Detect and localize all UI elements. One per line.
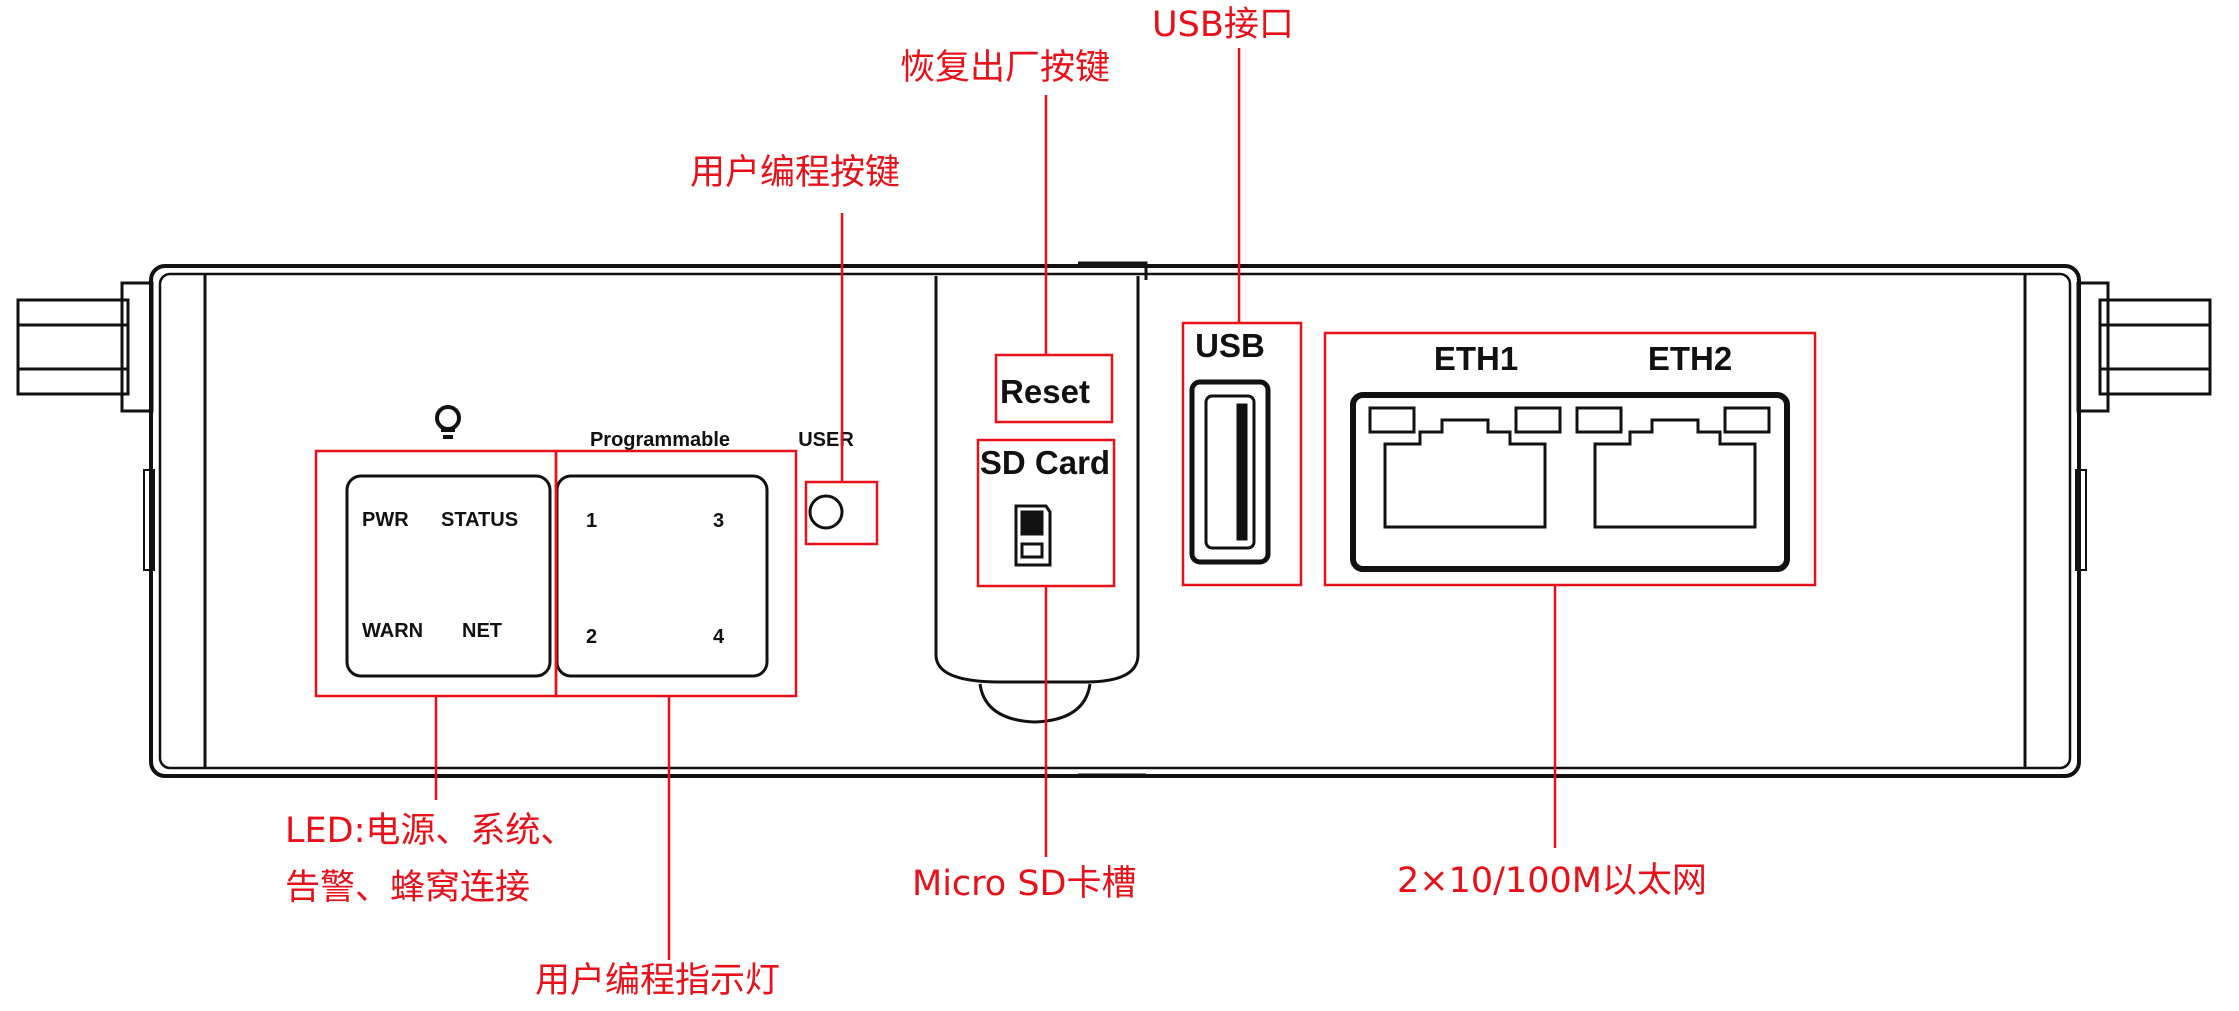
user-button[interactable] xyxy=(808,494,844,530)
callout-micro-sd: Micro SD卡槽 xyxy=(912,864,1137,904)
callout-user-indicator: 用户编程指示灯 xyxy=(535,961,781,1001)
bulb-icon xyxy=(435,405,461,439)
reset-label: Reset xyxy=(1000,373,1090,410)
callout-usb-port: USB接口 xyxy=(1152,5,1294,45)
ethernet-housing xyxy=(1350,392,1790,572)
microsd-card-icon xyxy=(1014,504,1052,567)
user-label: USER xyxy=(798,429,854,451)
highlight-usb xyxy=(1181,321,1303,587)
ethernet-port-2[interactable] xyxy=(1575,406,1771,529)
right-bracket xyxy=(2076,281,2212,413)
ethernet-port-1[interactable] xyxy=(1368,406,1562,529)
eth2-label: ETH2 xyxy=(1648,340,1732,377)
highlight-led xyxy=(314,449,558,698)
highlight-reset xyxy=(994,353,1114,424)
highlight-prog xyxy=(554,449,798,698)
led-label-pwr: PWR xyxy=(362,509,409,531)
prog-led-3: 3 xyxy=(713,510,724,532)
eth1-label: ETH1 xyxy=(1434,340,1518,377)
prog-led-4: 4 xyxy=(713,626,725,648)
left-bracket xyxy=(16,281,154,413)
sd-card-label: SD Card xyxy=(980,444,1110,481)
led-label-warn: WARN xyxy=(362,620,423,642)
prog-led-2: 2 xyxy=(586,626,597,648)
programmable-label: Programmable xyxy=(590,429,730,451)
usb-label: USB xyxy=(1195,327,1265,364)
leader-lines xyxy=(434,48,1557,960)
highlight-eth xyxy=(1323,331,1817,587)
usb-port[interactable] xyxy=(1189,379,1271,565)
led-label-net: NET xyxy=(462,620,502,642)
callout-user-button: 用户编程按键 xyxy=(690,153,901,193)
callout-led-line2: 告警、蜂窝连接 xyxy=(285,868,531,908)
prog-led-1: 1 xyxy=(586,510,597,532)
callout-factory-reset: 恢复出厂按键 xyxy=(900,48,1111,88)
callout-ethernet: 2×10/100M以太网 xyxy=(1397,861,1707,901)
sd-cover xyxy=(934,261,1148,777)
callout-led-line1: LED:电源、系统、 xyxy=(285,811,576,851)
led-label-status: STATUS xyxy=(441,509,518,531)
